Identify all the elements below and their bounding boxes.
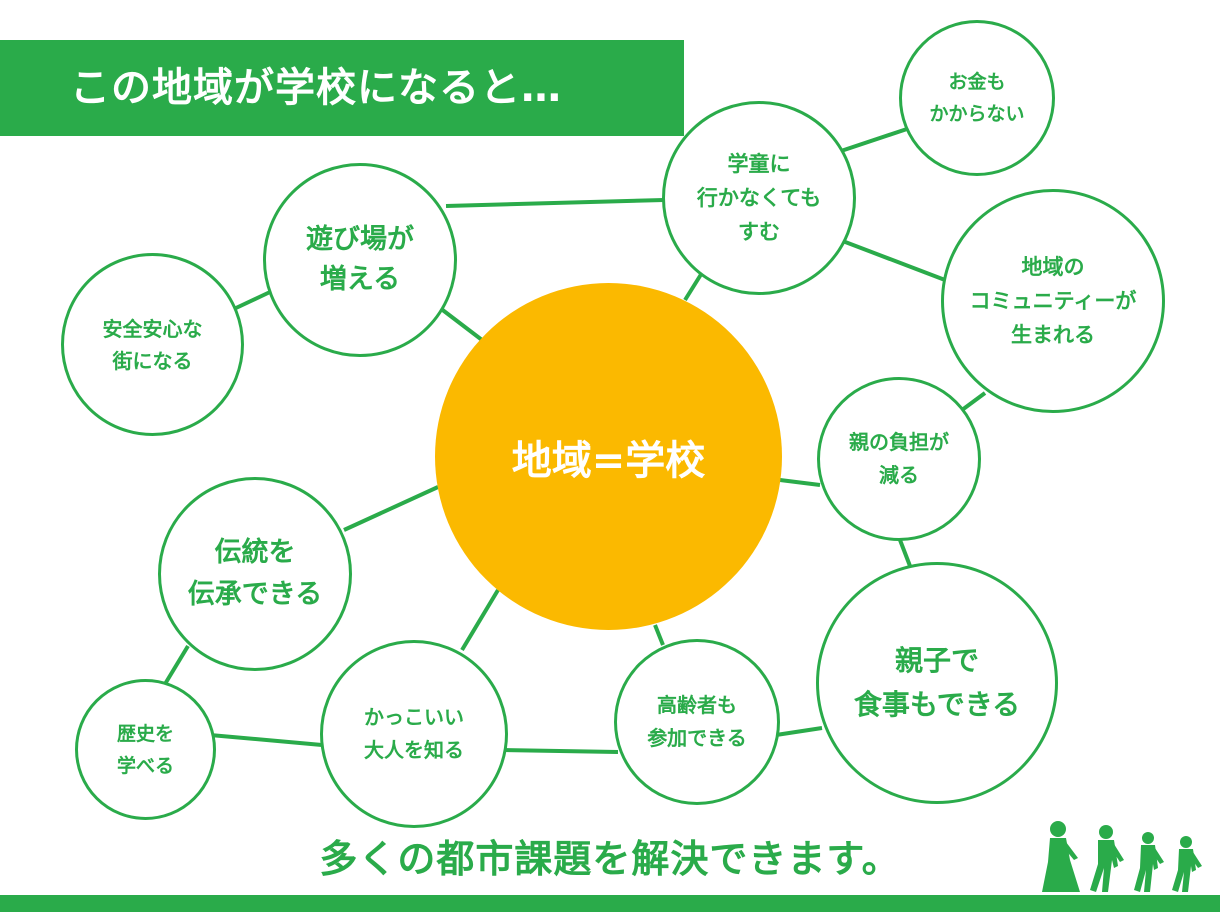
link-otona-koureisha xyxy=(504,750,618,752)
center-node: 地域=学校 xyxy=(435,283,782,630)
node-asobiba: 遊び場が 増える xyxy=(263,163,457,357)
center-label: 地域=学校 xyxy=(512,428,706,486)
node-community-label: 地域の コミュニティーが 生まれる xyxy=(970,250,1137,352)
link-center-dentou xyxy=(344,487,438,530)
link-community-oya xyxy=(962,393,985,410)
link-asobiba-center xyxy=(440,308,482,340)
node-shokuji: 親子で 食事もできる xyxy=(816,562,1058,804)
node-oya: 親の負担が 減る xyxy=(817,377,981,541)
link-center-oya xyxy=(780,480,820,485)
node-gakudou: 学童に 行かなくても すむ xyxy=(662,101,856,295)
node-otona-label: かっこいい 大人を知る xyxy=(364,701,464,767)
node-otona: かっこいい 大人を知る xyxy=(320,640,508,828)
link-center-otona xyxy=(462,590,498,650)
node-koureisha-label: 高齢者も 参加できる xyxy=(647,689,747,755)
node-rekishi-label: 歴史を 学べる xyxy=(117,718,174,782)
node-dentou: 伝統を 伝承できる xyxy=(158,477,352,671)
bottom-bar xyxy=(0,895,1220,912)
node-community: 地域の コミュニティーが 生まれる xyxy=(941,189,1165,413)
link-asobiba-anzen xyxy=(236,292,270,308)
link-dentou-rekishi xyxy=(165,646,188,684)
link-okane-gakudou xyxy=(838,128,910,152)
node-oya-label: 親の負担が 減る xyxy=(849,426,949,492)
node-asobiba-label: 遊び場が 増える xyxy=(306,220,414,300)
link-gakudou-asobiba xyxy=(446,200,664,206)
node-rekishi: 歴史を 学べる xyxy=(75,679,216,820)
node-okane-label: お金も かからない xyxy=(929,66,1024,130)
node-anzen-label: 安全安心な 街になる xyxy=(103,313,203,377)
link-oya-shokuji xyxy=(900,540,910,566)
node-dentou-label: 伝統を 伝承できる xyxy=(188,532,322,616)
node-shokuji-label: 親子で 食事もできる xyxy=(854,639,1020,727)
link-rekishi-otona xyxy=(210,735,322,745)
node-gakudou-label: 学童に 行かなくても すむ xyxy=(697,147,821,249)
link-center-koureisha xyxy=(655,625,663,645)
node-anzen: 安全安心な 街になる xyxy=(61,253,244,436)
link-koureisha-shokuji xyxy=(776,728,822,735)
link-gakudou-community xyxy=(840,240,945,280)
walking-children-silhouette-icon xyxy=(1036,820,1206,896)
node-koureisha: 高齢者も 参加できる xyxy=(614,639,780,805)
node-okane: お金も かからない xyxy=(899,20,1055,176)
